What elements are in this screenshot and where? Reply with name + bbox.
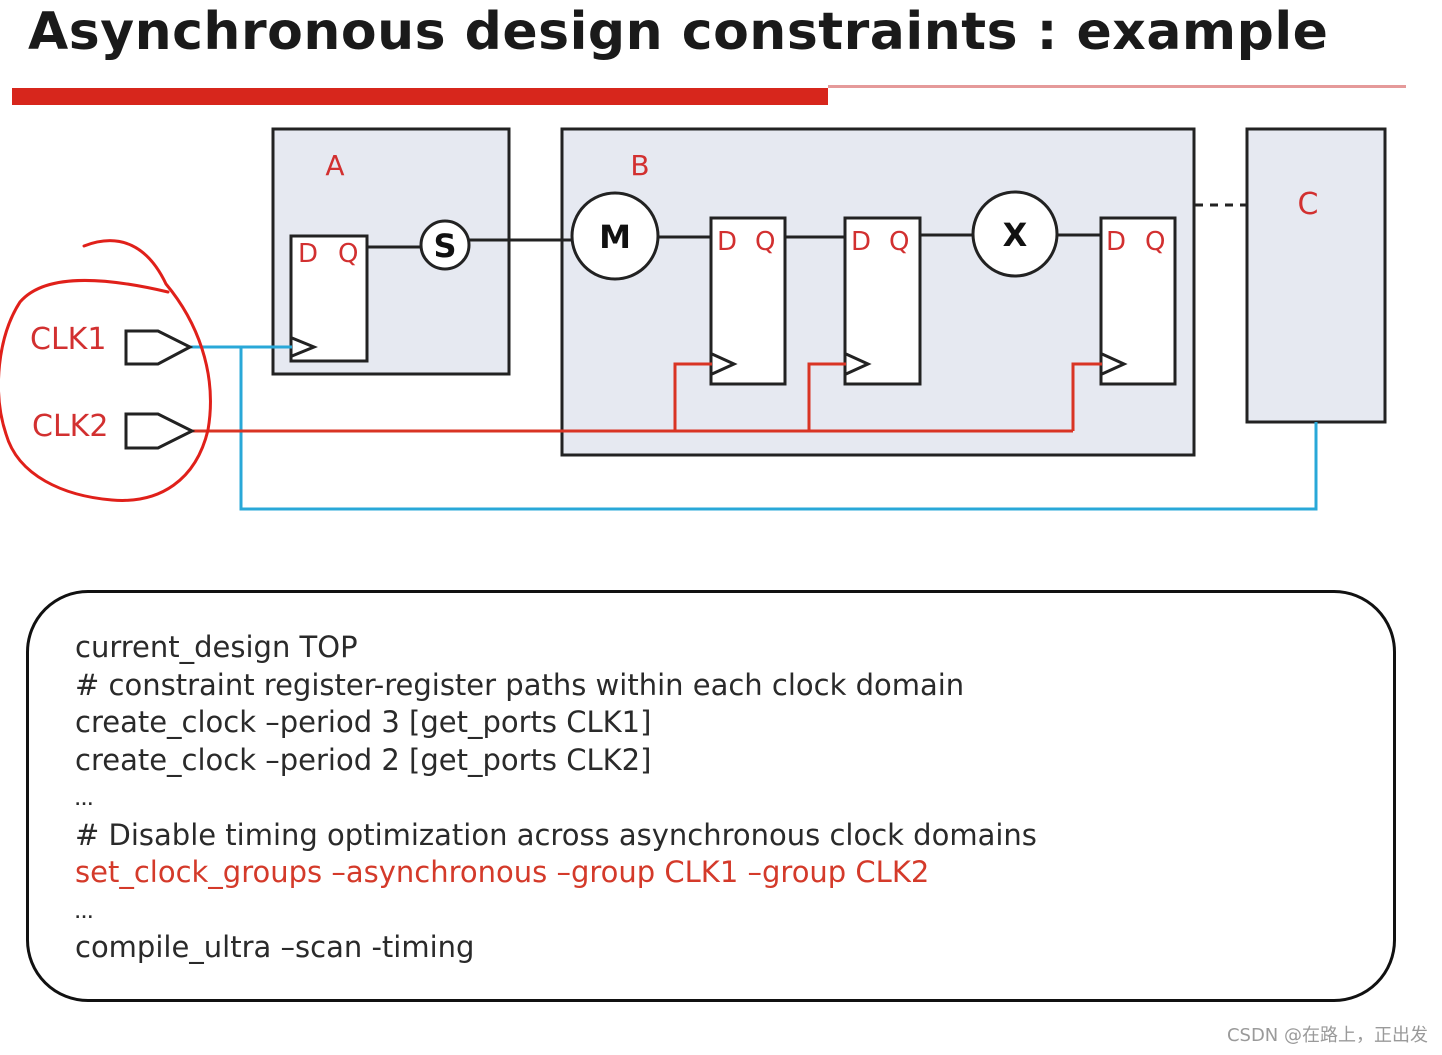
clk2-port <box>124 412 196 450</box>
code-lines: current_design TOP# constraint register-… <box>75 629 1037 967</box>
gate-s: S <box>419 219 471 271</box>
code-line: # constraint register-register paths wit… <box>75 667 965 702</box>
flipflop-q-label: Q <box>338 239 358 269</box>
flipflop-q-label: Q <box>755 227 775 257</box>
flipflop-a: D Q <box>289 234 369 363</box>
clk2-label: CLK2 <box>32 409 108 444</box>
title-underline-thin <box>828 85 1406 88</box>
gate-m-label: M <box>599 218 631 256</box>
block-c <box>1245 127 1387 424</box>
flipflop-q-label: Q <box>889 227 909 257</box>
flipflop-b1: D Q <box>709 216 787 386</box>
flipflop-d-label: D <box>717 227 737 257</box>
code-line: compile_ultra –scan -timing <box>75 930 475 964</box>
flipflop-b2: D Q <box>843 216 922 386</box>
block-c-label: C <box>1298 187 1319 222</box>
flipflop-d-label: D <box>298 239 318 269</box>
code-line: current_design TOP <box>75 630 358 664</box>
flipflop-b3: D Q <box>1099 216 1177 386</box>
watermark: CSDN @在路上，正出发 <box>1226 1025 1428 1046</box>
clk1-label: CLK1 <box>30 322 106 357</box>
code-line: create_clock –period 3 [get_ports CLK1] <box>75 705 652 739</box>
gate-m: M <box>570 191 660 281</box>
annotation-circle <box>0 239 212 502</box>
code-line: create_clock –period 2 [get_ports CLK2] <box>75 742 652 777</box>
code-line: set_clock_groups –asynchronous –group CL… <box>75 855 930 889</box>
clk1-wire <box>190 345 1318 511</box>
code-line: ... <box>75 905 94 922</box>
title-underline-thick <box>12 88 828 105</box>
block-b-label: B <box>630 149 649 182</box>
clk2-wire <box>192 362 1102 433</box>
flipflop-q-label: Q <box>1145 227 1165 257</box>
data-wires <box>367 203 1247 249</box>
code-line: ... <box>75 793 94 809</box>
gate-x-label: X <box>1003 216 1028 254</box>
code-line: # Disable timing optimization across asy… <box>75 817 1037 852</box>
block-a-label: A <box>325 149 344 182</box>
code-block: current_design TOP# constraint register-… <box>26 590 1396 1002</box>
gate-x: X <box>971 190 1059 278</box>
flipflop-d-label: D <box>1106 227 1126 257</box>
flipflop-d-label: D <box>851 227 871 257</box>
gate-s-label: S <box>433 227 456 265</box>
page-title: Asynchronous design constraints : exampl… <box>28 2 1329 62</box>
circuit-diagram: A B C D Q D Q D Q D Q S <box>0 127 1387 511</box>
clk1-port <box>124 329 194 366</box>
